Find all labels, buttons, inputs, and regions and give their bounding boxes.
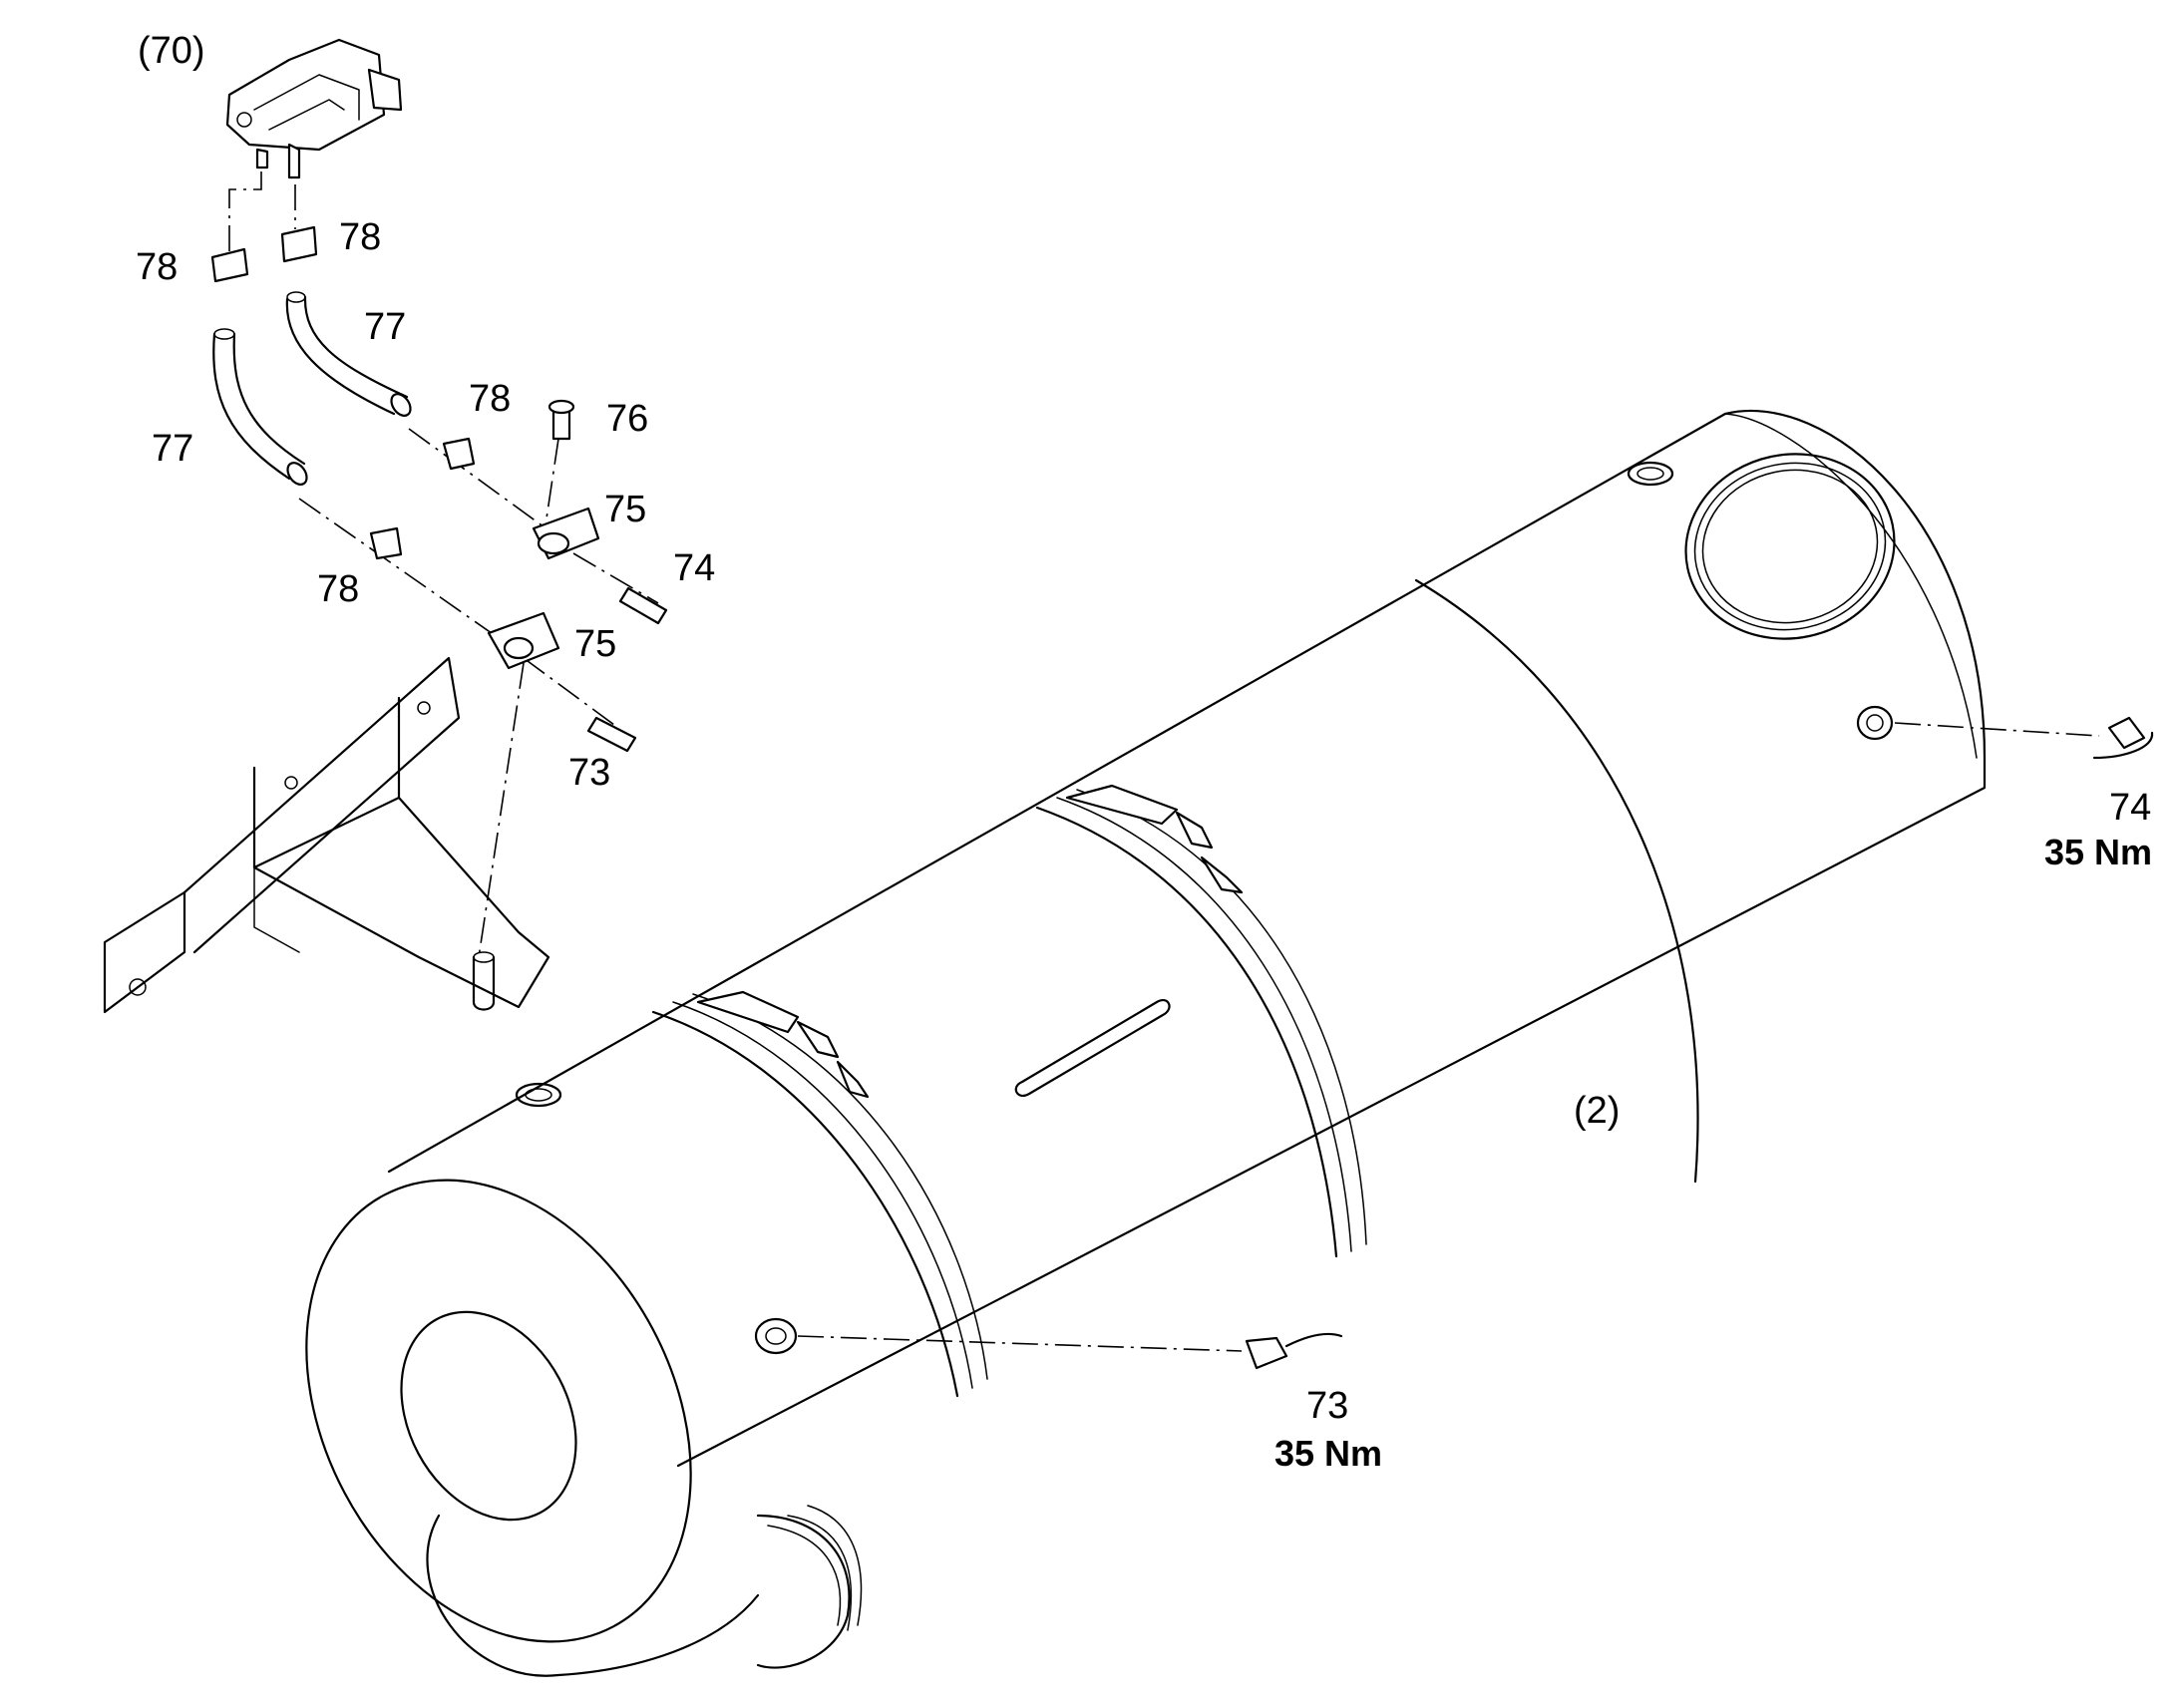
label-part-75: 75 [604,489,646,530]
label-part-78: 78 [469,378,511,420]
part-labels: (70) 78 78 77 77 78 76 75 74 78 75 73 (2… [136,30,2152,1474]
label-assembly-70: (70) [138,30,205,72]
mounting-bracket [103,656,550,1014]
label-part-73: 73 [568,752,610,794]
label-part-78: 78 [136,246,178,288]
assembly-lines [228,171,2100,1352]
label-part-78: 78 [317,568,359,610]
label-part-77: 77 [364,306,406,348]
label-assembly-2: (2) [1574,1090,1620,1132]
label-part-78: 78 [339,216,381,258]
silencer-cylinder [305,409,1987,1677]
label-part-74: 74 [2109,787,2151,829]
hose-parts [212,291,412,486]
pressure-sensor [225,38,403,179]
label-part-77: 77 [152,428,193,470]
label-torque-73: 35 Nm [1274,1433,1382,1474]
label-part-75: 75 [574,623,616,665]
hose-clamp-parts [210,225,476,560]
label-part-73: 73 [1306,1385,1348,1427]
label-torque-74: 35 Nm [2044,832,2152,872]
label-part-76: 76 [606,398,648,440]
label-part-74: 74 [673,547,715,589]
fastener-parts [487,399,2154,1370]
